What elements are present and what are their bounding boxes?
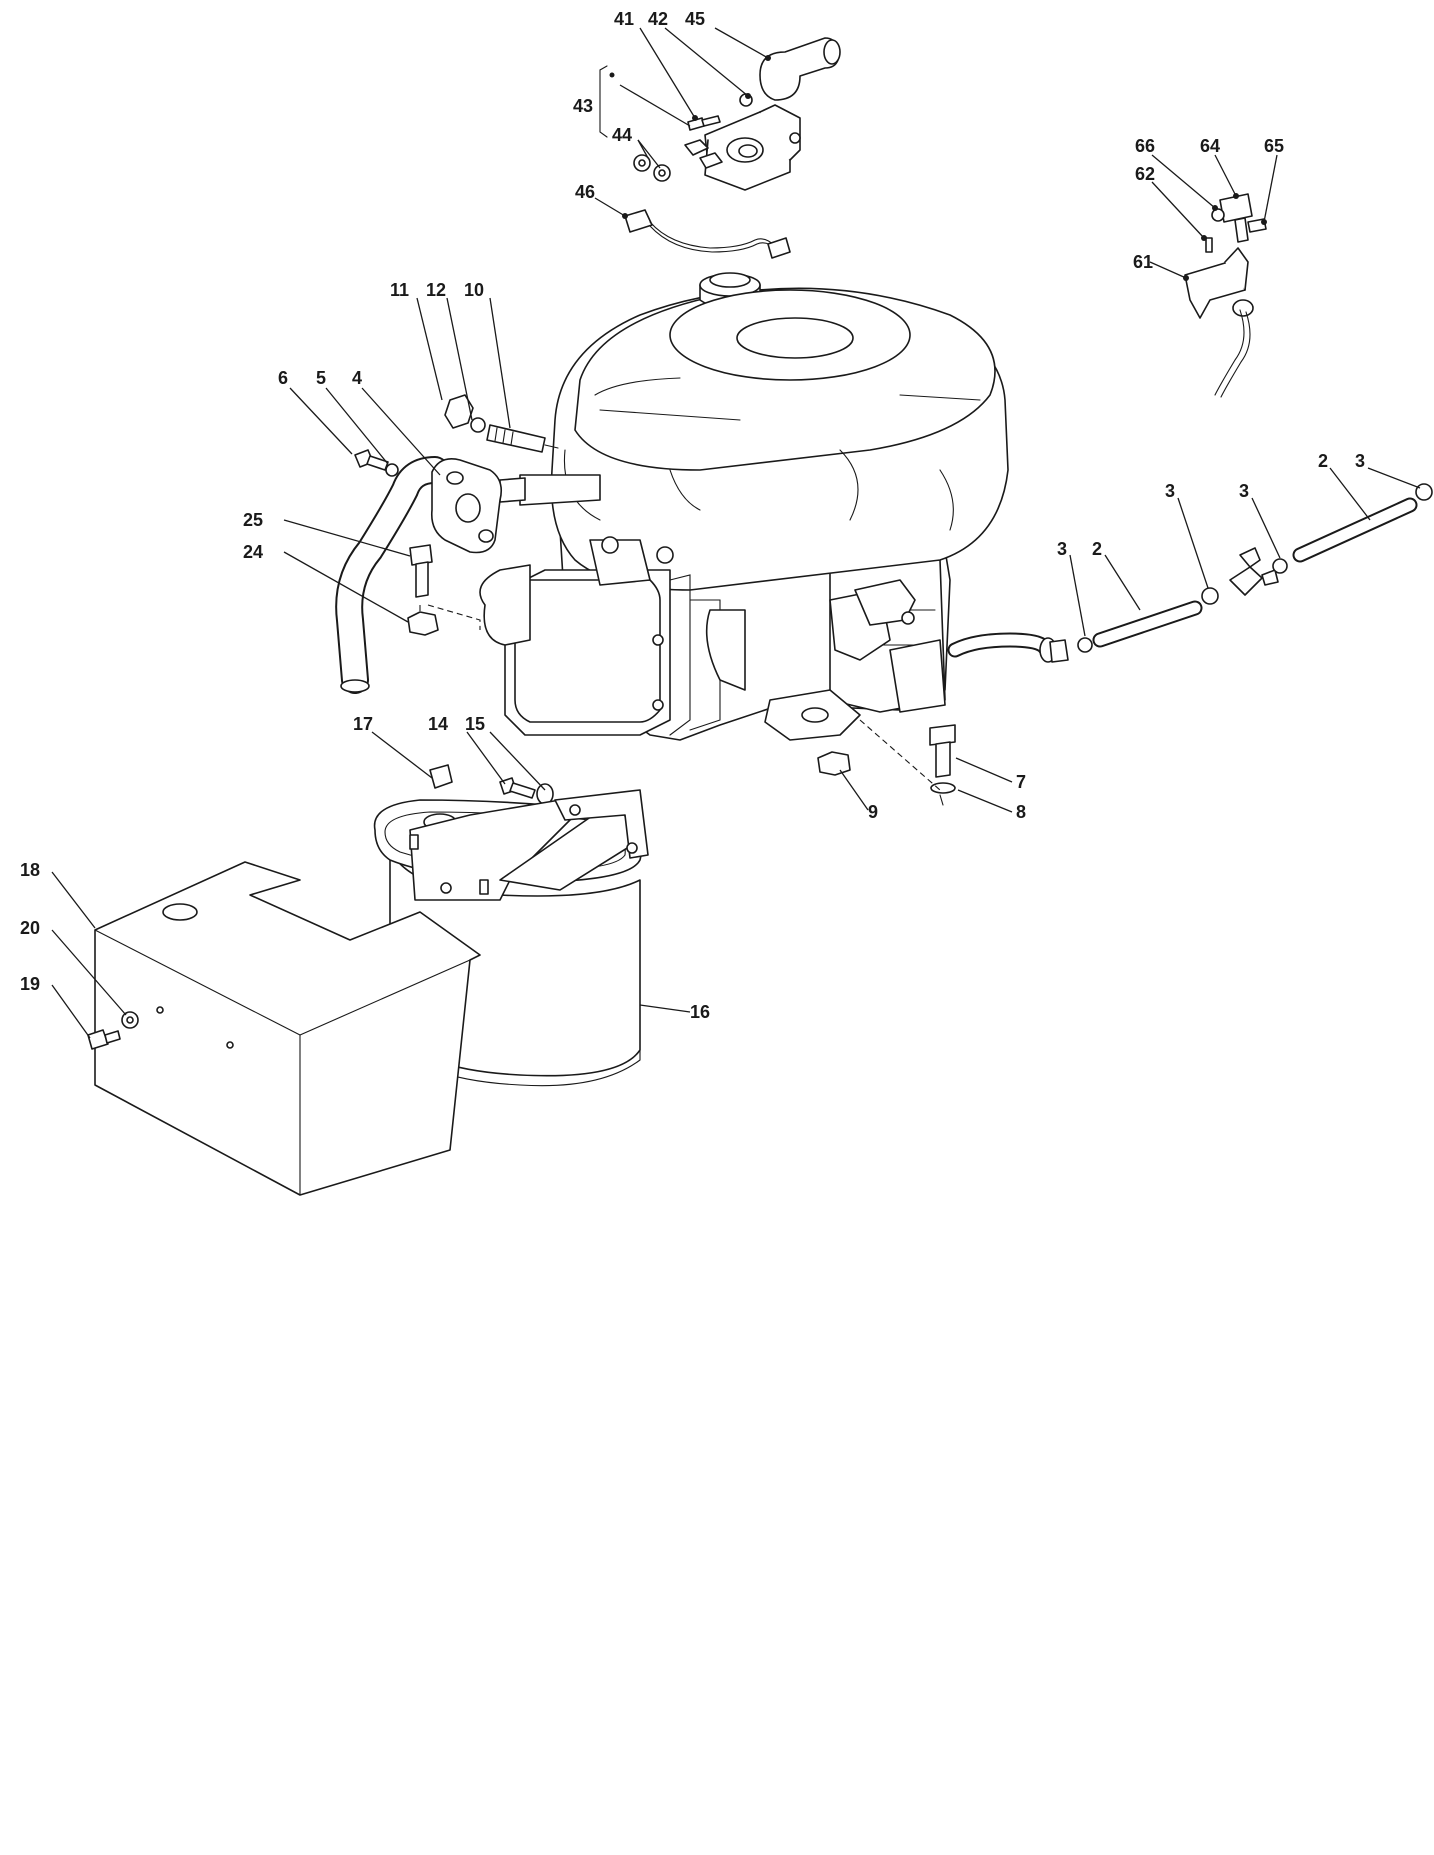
callout-46: 46 bbox=[575, 182, 595, 202]
callout-4: 4 bbox=[352, 368, 362, 388]
callout-64: 64 bbox=[1200, 136, 1220, 156]
callout-6: 6 bbox=[278, 368, 288, 388]
callout-12: 12 bbox=[426, 280, 446, 300]
callout-3-d: 3 bbox=[1355, 451, 1365, 471]
callout-24: 24 bbox=[243, 542, 263, 562]
callout-labels: 41 42 45 43 44 46 66 64 65 62 61 11 12 1… bbox=[20, 9, 1365, 1022]
callout-25: 25 bbox=[243, 510, 263, 530]
callout-16: 16 bbox=[690, 1002, 710, 1022]
callout-9: 9 bbox=[868, 802, 878, 822]
callout-3-c: 3 bbox=[1239, 481, 1249, 501]
fuel-line bbox=[947, 483, 1433, 663]
callout-15: 15 bbox=[465, 714, 485, 734]
callout-18: 18 bbox=[20, 860, 40, 880]
callout-11: 11 bbox=[390, 280, 409, 300]
callout-8: 8 bbox=[1016, 802, 1026, 822]
mount-hardware bbox=[817, 719, 956, 806]
callout-5: 5 bbox=[316, 368, 326, 388]
heat-shield bbox=[94, 861, 481, 1196]
callout-42: 42 bbox=[648, 9, 668, 29]
callout-43: 43 bbox=[573, 96, 593, 116]
bolt-and-nut bbox=[407, 544, 481, 636]
throttle-control-group bbox=[1184, 193, 1267, 398]
callout-2-a: 2 bbox=[1092, 539, 1102, 559]
clip-bolt-washer bbox=[429, 764, 554, 805]
callout-20: 20 bbox=[20, 918, 40, 938]
engine bbox=[479, 272, 1009, 741]
callout-66: 66 bbox=[1135, 136, 1155, 156]
callout-19: 19 bbox=[20, 974, 40, 994]
callout-14: 14 bbox=[428, 714, 448, 734]
callout-3-b: 3 bbox=[1165, 481, 1175, 501]
callout-7: 7 bbox=[1016, 772, 1026, 792]
exhaust-pipe bbox=[335, 449, 503, 694]
callout-62: 62 bbox=[1135, 164, 1155, 184]
callout-3-a: 3 bbox=[1057, 539, 1067, 559]
callout-17: 17 bbox=[353, 714, 373, 734]
callout-61: 61 bbox=[1133, 252, 1153, 272]
callout-45: 45 bbox=[685, 9, 705, 29]
callout-65: 65 bbox=[1264, 136, 1284, 156]
leader-lines bbox=[51, 27, 1421, 1039]
solenoid-group bbox=[599, 37, 841, 259]
callout-44: 44 bbox=[612, 125, 632, 145]
stud-nut-washer bbox=[444, 394, 559, 453]
callout-10: 10 bbox=[464, 280, 484, 300]
callout-2-b: 2 bbox=[1318, 451, 1328, 471]
callout-41: 41 bbox=[614, 9, 634, 29]
screw-and-washer bbox=[87, 1011, 139, 1050]
